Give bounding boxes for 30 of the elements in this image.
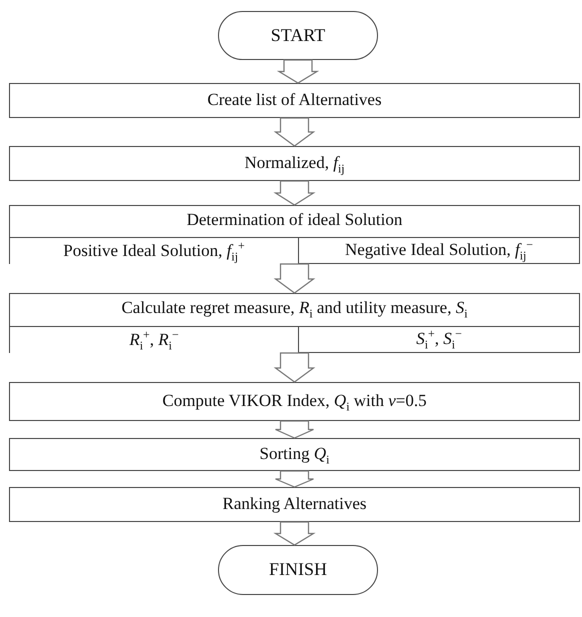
- sub-cell: [10, 326, 298, 353]
- process-box: [9, 83, 580, 118]
- step-text: START: [270, 24, 326, 46]
- sub-cell: [298, 326, 580, 353]
- block-arrow: [273, 521, 316, 546]
- step-text: FINISH: [268, 559, 327, 581]
- process-box: [9, 382, 580, 421]
- step-text: Normalized, f$_{ij}$: [244, 153, 345, 174]
- block-arrow: [274, 352, 316, 383]
- process-box: [9, 438, 580, 471]
- block-arrow: [274, 263, 316, 294]
- process-box: [9, 293, 580, 353]
- block-arrow: [274, 117, 316, 147]
- step-text: Create list of Alternatives: [207, 90, 382, 111]
- process-box: [9, 487, 580, 522]
- process-box: [9, 205, 580, 264]
- process-box: [9, 146, 580, 181]
- step-text: Calculate regret measure, R$_{i}$ and utility measure, S$_{i}$: [121, 298, 468, 318]
- step-text: Ranking Alternatives: [222, 494, 366, 515]
- terminal-pill: [218, 545, 378, 595]
- terminal-pill: [218, 11, 378, 60]
- block-arrow: [274, 420, 314, 439]
- step-text: Determination of ideal Solution: [186, 210, 402, 230]
- block-arrow: [273, 180, 316, 206]
- step-text: Sorting Q$_{i}$: [260, 444, 330, 465]
- sub-cell: [298, 237, 580, 264]
- block-arrow: [276, 59, 320, 84]
- step-text: Compute VIKOR Index, Q$_{i}$ with v=0.5: [162, 391, 427, 412]
- block-arrow: [274, 470, 314, 488]
- sub-cell: [10, 237, 298, 264]
